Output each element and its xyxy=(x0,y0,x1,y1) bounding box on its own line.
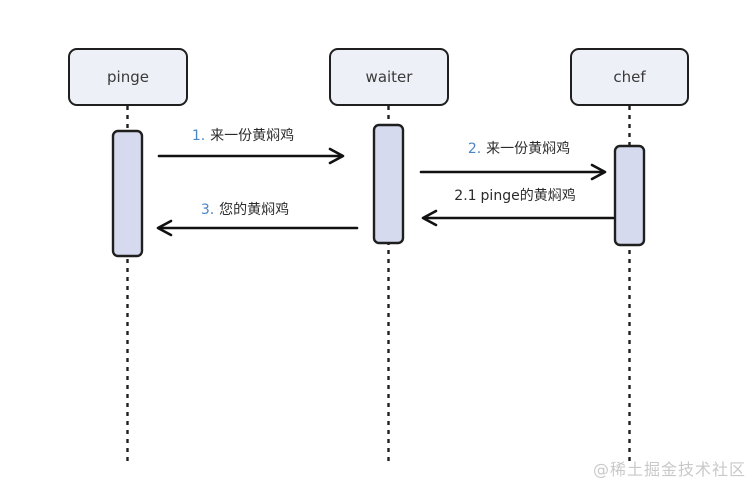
chef-activation-bar xyxy=(613,144,646,247)
message-3-label: 3.您的黄焖鸡 xyxy=(150,202,340,219)
message-3-number: 3. xyxy=(200,202,215,218)
message-2-number: 2. xyxy=(467,141,482,157)
message-2-1-number: 2.1 xyxy=(454,188,477,204)
message-2-arrowhead xyxy=(590,163,607,181)
message-2-label: 2.来一份黄焖鸡 xyxy=(424,141,614,158)
waiter-activation-bar xyxy=(372,123,405,245)
message-2-1-text: pinge的黄焖鸡 xyxy=(480,188,576,204)
actor-box-chef: chef xyxy=(570,48,689,106)
message-3-text: 您的黄焖鸡 xyxy=(219,202,290,218)
watermark: @稀土掘金技术社区 xyxy=(592,460,746,479)
message-2-text: 来一份黄焖鸡 xyxy=(486,141,571,157)
actor-label-chef: chef xyxy=(613,68,646,86)
pinge-activation-bar xyxy=(111,129,144,258)
actor-label-waiter: waiter xyxy=(365,68,413,86)
actor-label-pinge: pinge xyxy=(107,68,149,86)
message-1-label: 1.来一份黄焖鸡 xyxy=(148,128,338,145)
message-2-1-arrowhead xyxy=(421,209,438,227)
message-3-arrowhead xyxy=(156,219,173,237)
message-1-arrowhead xyxy=(328,147,345,165)
message-1-number: 1. xyxy=(191,128,206,144)
message-1-text: 来一份黄焖鸡 xyxy=(210,128,295,144)
actor-box-pinge: pinge xyxy=(68,48,188,106)
actor-box-waiter: waiter xyxy=(329,48,449,106)
